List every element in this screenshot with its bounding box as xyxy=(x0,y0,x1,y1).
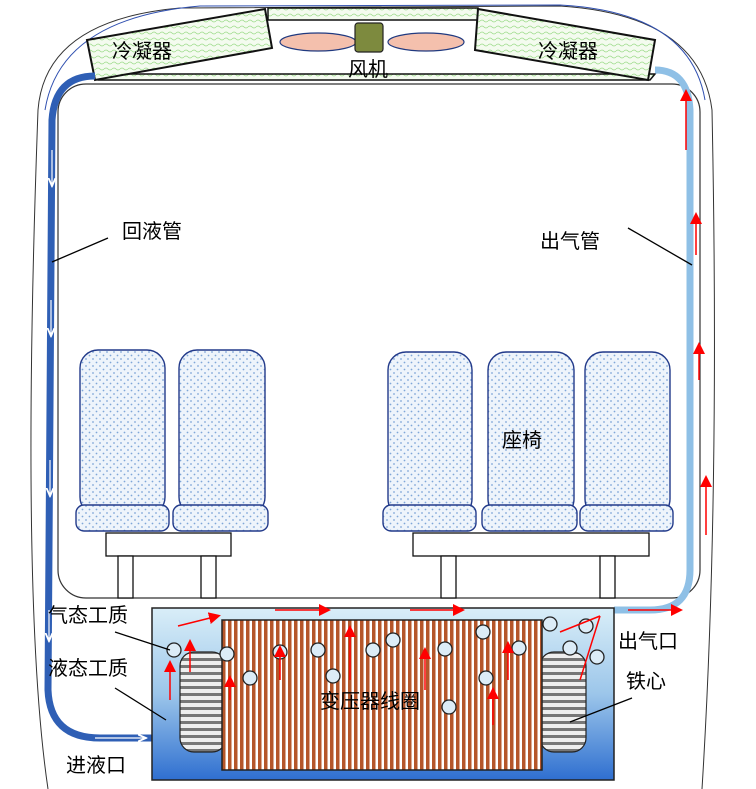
liquid-medium-label: 液态工质 xyxy=(48,656,128,680)
gas-medium-label: 气态工质 xyxy=(48,603,128,627)
vapor-flow-arrows xyxy=(164,604,601,725)
iron-core-label: 铁心 xyxy=(626,669,666,693)
seats xyxy=(75,349,674,532)
seat-label: 座椅 xyxy=(502,428,542,452)
outlet-pipe-label: 出气管 xyxy=(540,229,600,253)
outlet-pipe xyxy=(614,66,694,614)
condenser-right xyxy=(473,7,657,82)
return-pipe xyxy=(44,72,152,742)
liquid-inlet-label: 进液口 xyxy=(66,753,126,777)
condenser-left-label: 冷凝器 xyxy=(112,39,172,63)
iron-core-right xyxy=(539,651,587,753)
gas-outlet-label: 出气口 xyxy=(618,629,678,653)
return-flow-arrows xyxy=(49,150,145,738)
return-pipe-label: 回液管 xyxy=(122,219,182,243)
fan-label: 风机 xyxy=(348,57,388,81)
gas-bubbles xyxy=(166,616,605,715)
seat-benches xyxy=(105,532,650,599)
condenser-left xyxy=(85,7,274,82)
fan-icon xyxy=(279,22,465,53)
transformer-coil-label: 变压器线圈 xyxy=(320,689,420,713)
outlet-flow-arrows xyxy=(628,89,712,616)
condenser-right-label: 冷凝器 xyxy=(538,39,598,63)
iron-core-left xyxy=(179,651,227,753)
condenser-unit xyxy=(85,7,657,82)
car-body-outline xyxy=(30,5,715,789)
